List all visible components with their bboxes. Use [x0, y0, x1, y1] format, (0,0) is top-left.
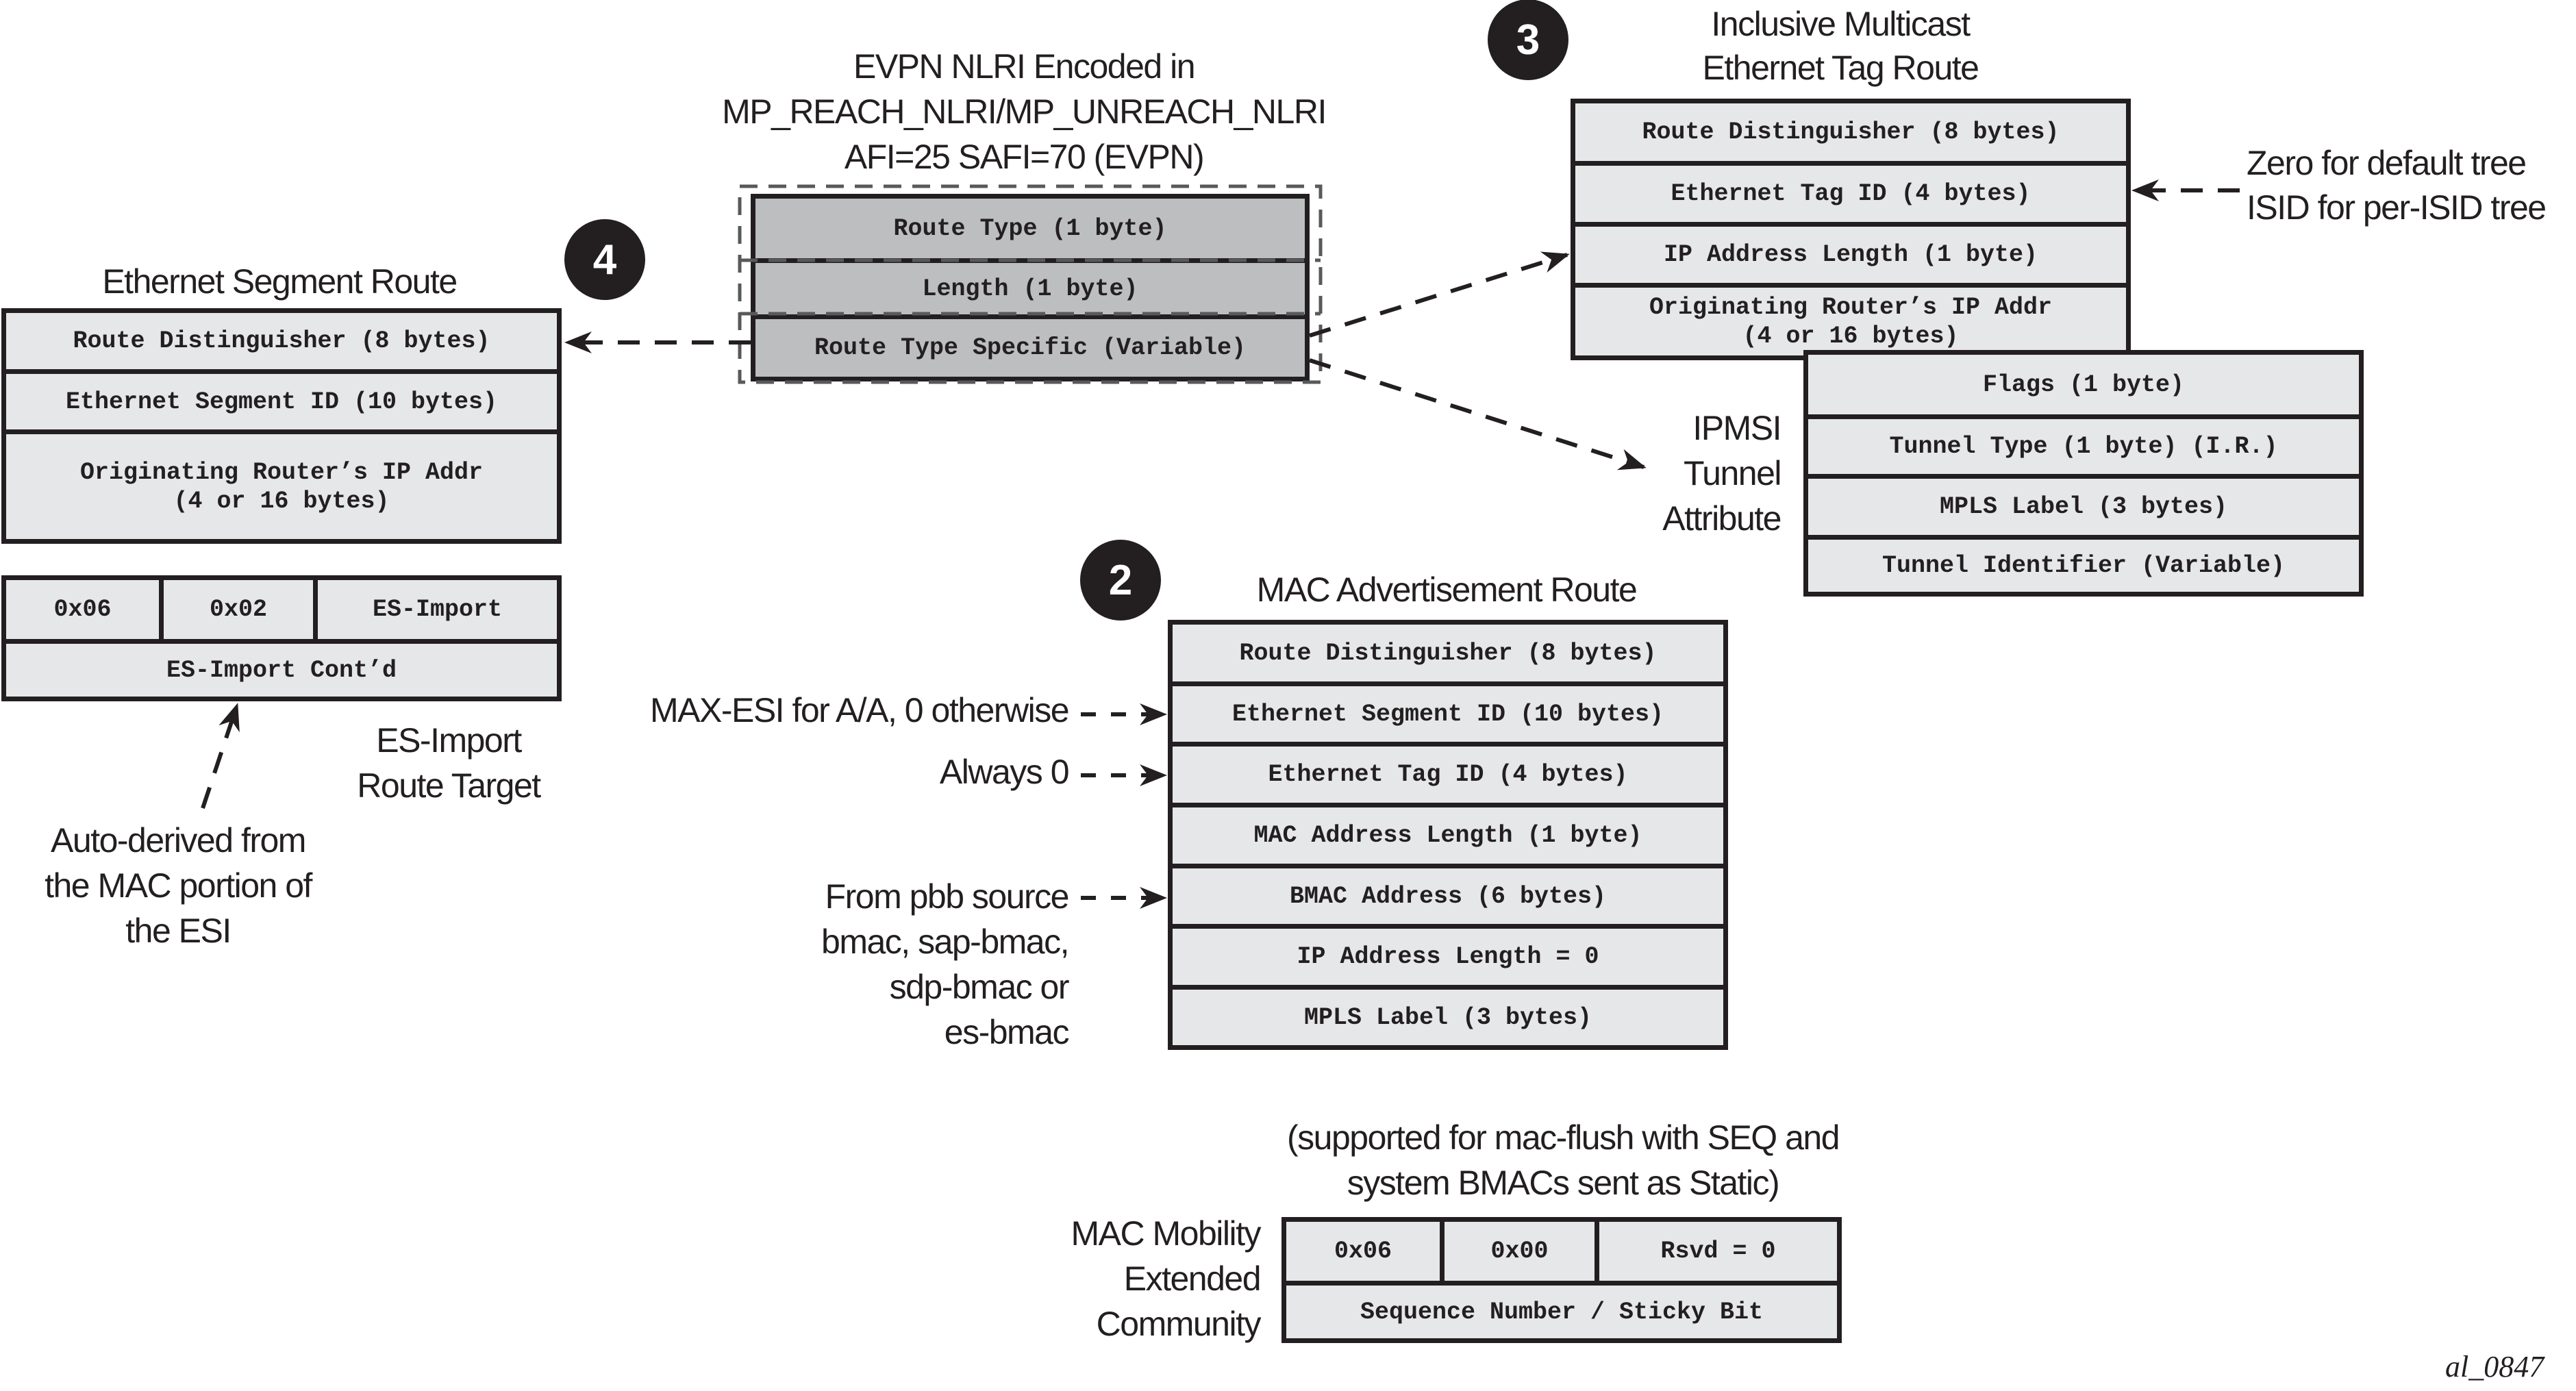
arrow-to-ipmsi-attribute	[1309, 358, 1647, 471]
mac-mobility-first-row: 0x06 0x00 Rsvd = 0	[1286, 1222, 1837, 1286]
mac-field-ip-address-length: IP Address Length = 0	[1173, 929, 1723, 990]
mac-field-mac-address-length: MAC Address Length (1 byte)	[1173, 807, 1723, 868]
mac-mobility-note-line-2: system BMACs sent as Static)	[1347, 1164, 1780, 1202]
evpn-dashed-outline	[738, 184, 1323, 384]
evpn-field-route-type-specific: Route Type Specific (Variable)	[755, 319, 1305, 377]
esi-note: MAX-ESI for A/A, 0 otherwise	[649, 691, 1070, 729]
evpn-nlri-title-line-1: EVPN NLRI Encoded in	[853, 47, 1196, 86]
route-type-badge-3: 3	[1488, 0, 1568, 80]
figure-id: al_0847	[2445, 1350, 2544, 1383]
ethernet-segment-route-box: Route Distinguisher (8 bytes) Ethernet S…	[1, 308, 562, 544]
bmac-note-line-2: bmac, sap-bmac,	[821, 923, 1069, 961]
evpn-nlri-title-line-3: AFI=25 SAFI=70 (EVPN)	[844, 138, 1205, 176]
ipmsi-label-line-3: Attribute	[1662, 499, 1781, 538]
evpn-nlri-title-line-2: MP_REACH_NLRI/MP_UNREACH_NLRI	[722, 92, 1327, 131]
es-import-label-line-1: ES-Import	[376, 721, 522, 760]
es-import-route-target-box: 0x06 0x02 ES-Import ES-Import Cont’d	[1, 575, 562, 701]
mac-advertisement-route-title: MAC Advertisement Route	[1256, 571, 1638, 609]
inclusive-multicast-title-line-1: Inclusive Multicast	[1711, 5, 1971, 43]
es-import-cell-es-import: ES-Import	[372, 596, 503, 623]
es-import-label-line-2: Route Target	[357, 766, 541, 805]
tag-always-zero-note: Always 0	[939, 753, 1070, 791]
es-field-ethernet-segment-id: Ethernet Segment ID (10 bytes)	[6, 374, 557, 434]
mac-mobility-label-line-2: Extended	[1123, 1260, 1262, 1298]
evpn-nlri-box: Route Type (1 byte) Length (1 byte) Rout…	[751, 194, 1310, 381]
inclusive-multicast-title-line-2: Ethernet Tag Route	[1702, 49, 1979, 87]
auto-derived-note-line-1: Auto-derived from	[51, 821, 306, 860]
mac-mobility-box: 0x06 0x00 Rsvd = 0 Sequence Number / Sti…	[1281, 1217, 1842, 1343]
bmac-note-line-1: From pbb source	[825, 877, 1070, 916]
inclusive-multicast-route-box: Route Distinguisher (8 bytes) Ethernet T…	[1571, 99, 2131, 360]
evpn-field-length: Length (1 byte)	[755, 263, 1305, 319]
auto-derived-note-line-3: the ESI	[125, 912, 232, 950]
mac-mobility-label-line-3: Community	[1096, 1305, 1262, 1343]
mac-mobility-note-line-1: (supported for mac-flush with SEQ and	[1287, 1118, 1840, 1157]
imet-field-originating-router-ip: Originating Router’s IP Addr (4 or 16 by…	[1649, 293, 2053, 350]
ipmsi-field-tunnel-identifier: Tunnel Identifier (Variable)	[1881, 552, 2286, 579]
imet-field-route-distinguisher: Route Distinguisher (8 bytes)	[1575, 103, 2126, 166]
mac-mobility-cell-subtype: 0x00	[1445, 1222, 1599, 1281]
tag-note-line-1: Zero for default tree	[2247, 144, 2527, 182]
mac-field-route-distinguisher: Route Distinguisher (8 bytes)	[1173, 625, 1723, 686]
imet-field-ethernet-tag-id: Ethernet Tag ID (4 bytes)	[1575, 166, 2126, 227]
mac-advertisement-route-box: Route Distinguisher (8 bytes) Ethernet S…	[1168, 620, 1728, 1050]
ipmsi-field-flags: Flags (1 byte)	[1808, 355, 2359, 419]
bmac-note-line-3: sdp-bmac or	[889, 968, 1070, 1006]
mac-mobility-cell-reserved: Rsvd = 0	[1660, 1238, 1776, 1265]
ethernet-segment-route-title: Ethernet Segment Route	[102, 262, 458, 301]
imet-field-ip-address-length: IP Address Length (1 byte)	[1575, 227, 2126, 288]
mac-mobility-sequence-row: Sequence Number / Sticky Bit	[1360, 1298, 1764, 1326]
es-field-originating-router-ip: Originating Router’s IP Addr (4 or 16 by…	[79, 458, 484, 515]
es-import-cell-type: 0x06	[6, 580, 164, 639]
mac-field-ethernet-tag-id: Ethernet Tag ID (4 bytes)	[1173, 747, 1723, 807]
ipmsi-tunnel-attribute-box: Flags (1 byte) Tunnel Type (1 byte) (I.R…	[1803, 350, 2364, 597]
mac-mobility-cell-type: 0x06	[1286, 1222, 1445, 1281]
bmac-note-line-4: es-bmac	[944, 1013, 1070, 1051]
es-import-cont-row: ES-Import Cont’d	[166, 656, 397, 684]
ipmsi-label-line-1: IPMSI	[1692, 409, 1781, 447]
tag-note-line-2: ISID for per-ISID tree	[2247, 188, 2547, 227]
mac-mobility-label-line-1: MAC Mobility	[1071, 1214, 1262, 1253]
arrow-auto-derived-note	[201, 703, 240, 809]
auto-derived-note-line-2: the MAC portion of	[45, 866, 312, 905]
mac-field-ethernet-segment-id: Ethernet Segment ID (10 bytes)	[1173, 686, 1723, 747]
route-type-badge-2: 2	[1080, 540, 1161, 621]
ipmsi-field-mpls-label: MPLS Label (3 bytes)	[1808, 479, 2359, 540]
ipmsi-field-tunnel-type: Tunnel Type (1 byte) (I.R.)	[1808, 419, 2359, 479]
mac-field-mpls-label: MPLS Label (3 bytes)	[1303, 1003, 1592, 1031]
mac-field-bmac-address: BMAC Address (6 bytes)	[1173, 868, 1723, 929]
ipmsi-label-line-2: Tunnel	[1683, 454, 1782, 492]
arrow-to-inclusive-multicast-route	[1309, 251, 1570, 338]
es-import-cell-subtype: 0x02	[164, 580, 318, 639]
route-type-badge-4: 4	[564, 219, 645, 300]
es-import-first-row: 0x06 0x02 ES-Import	[6, 580, 557, 644]
es-field-route-distinguisher: Route Distinguisher (8 bytes)	[6, 313, 557, 374]
